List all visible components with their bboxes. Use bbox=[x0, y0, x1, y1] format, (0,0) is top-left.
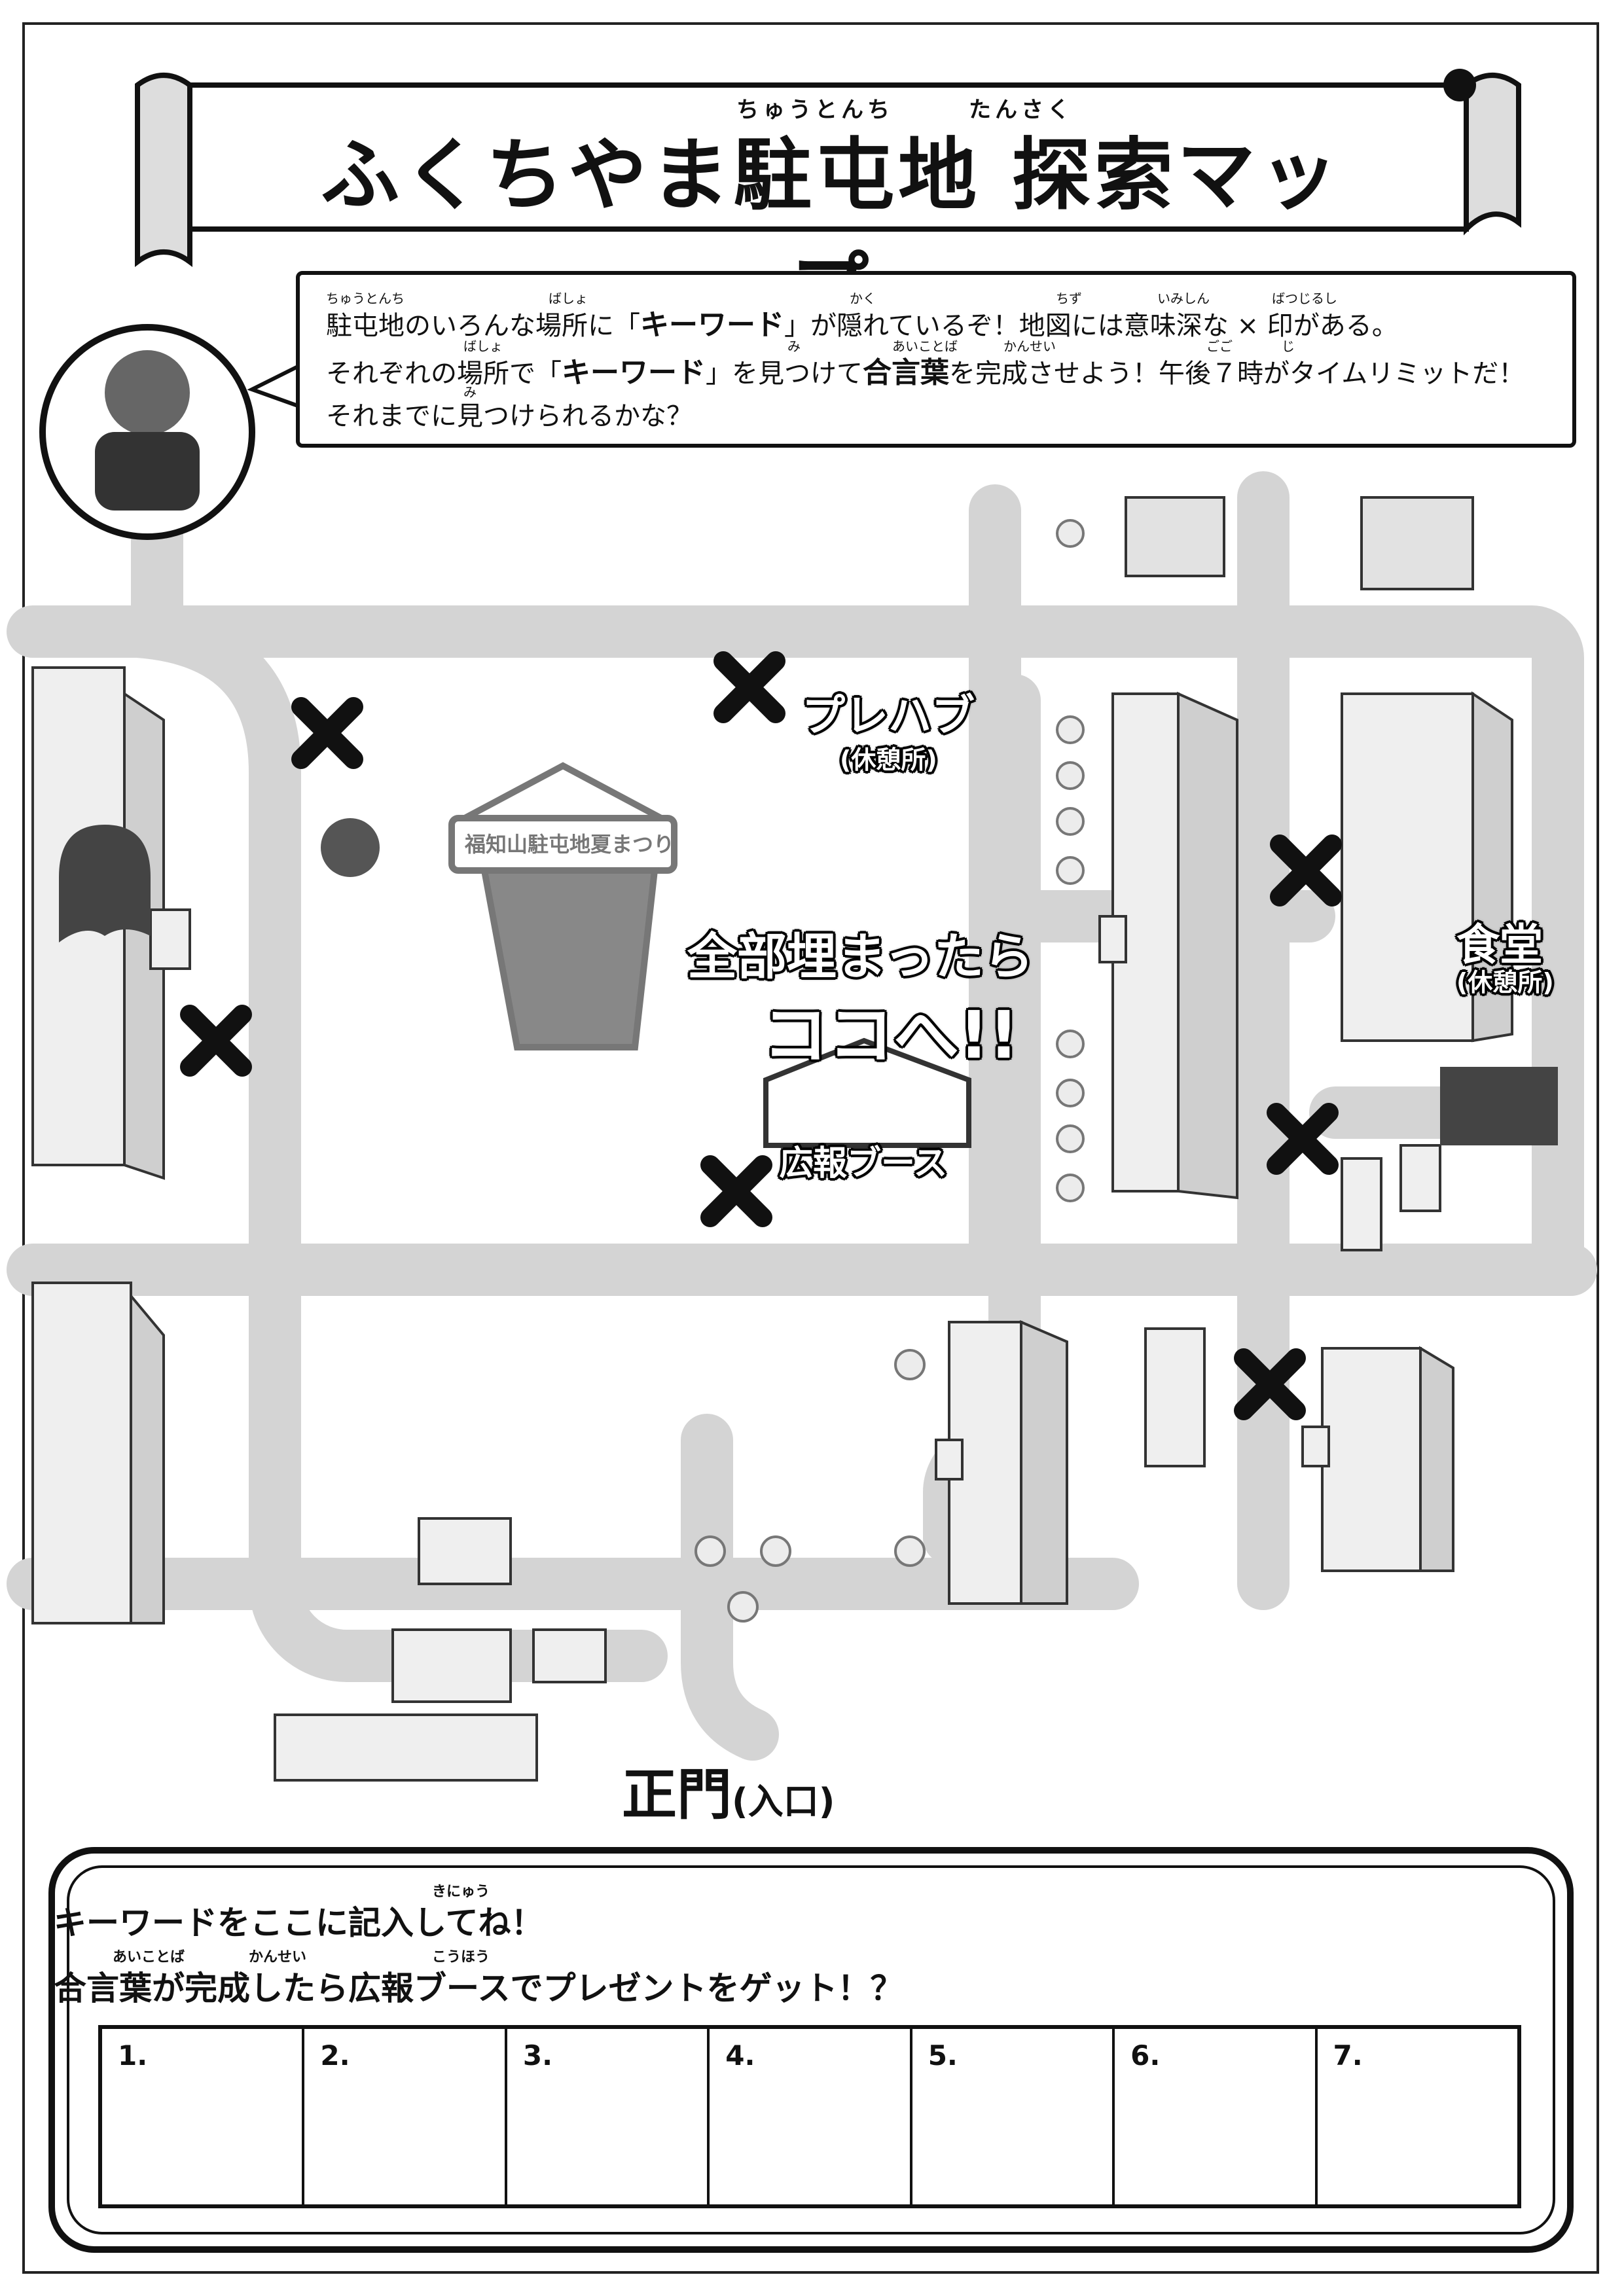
keyword-grid: 1. 2. 3. 4. 5. 6. 7. bbox=[98, 2025, 1521, 2208]
ruby: ちゅうとんち bbox=[326, 291, 405, 306]
buildings bbox=[31, 496, 1513, 1782]
gate-sub-text: (入口) bbox=[732, 1781, 835, 1822]
ruby: いみしん bbox=[1157, 291, 1210, 306]
slot-number: 7. bbox=[1333, 2039, 1363, 2072]
ruby: ちず bbox=[1056, 291, 1082, 306]
answer-box bbox=[48, 1847, 1574, 2253]
prefab-sub-label: (休憩所) bbox=[840, 745, 937, 774]
ruby: きにゅう bbox=[432, 1884, 490, 1900]
ruby: かんせい bbox=[1003, 338, 1056, 354]
ruby: あいことば bbox=[892, 338, 958, 354]
answer-instruction-2: 合言葉が完成したら広報ブースでプレゼントをゲット！？ bbox=[54, 1969, 903, 2007]
keyword-text: 合言葉 bbox=[863, 356, 949, 389]
pin-icon bbox=[1443, 69, 1476, 101]
shokudo-sub-label: (休憩所) bbox=[1456, 968, 1554, 997]
trees bbox=[695, 519, 1085, 1623]
pr-booth-tent bbox=[763, 1037, 971, 1148]
title-ruby-tansaku: たんさく bbox=[969, 97, 1074, 123]
ruby: じ bbox=[1282, 338, 1295, 354]
bubble-line-3: それまでに見つけられるかな？ bbox=[326, 401, 693, 431]
ruby: み bbox=[787, 338, 801, 354]
keyword-slot-1[interactable]: 1. bbox=[102, 2029, 305, 2204]
speech-bubble: ちゅうとんち ばしょ かく ちず いみしん ばつじるし 駐屯地のいろんな場所に「… bbox=[296, 271, 1576, 448]
bubble-tail bbox=[247, 365, 299, 408]
bubble-line-2: それぞれの場所で「キーワード」を見つけて合言葉を完成させよう！午後７時がタイムリ… bbox=[326, 349, 1525, 391]
answer-box-inner bbox=[67, 1865, 1555, 2234]
keyword-slot-5[interactable]: 5. bbox=[912, 2029, 1115, 2204]
ruby: ばしょ bbox=[463, 338, 503, 354]
center-label-line2: ココへ!! bbox=[763, 997, 1019, 1073]
keyword-slot-6[interactable]: 6. bbox=[1115, 2029, 1318, 2204]
text: 」を見つけて bbox=[706, 359, 863, 389]
ruby: み bbox=[463, 384, 477, 400]
prefab-label: プレハブ bbox=[802, 691, 975, 741]
text: 」が隠れているぞ！地図には意味深な × 印がある。 bbox=[784, 311, 1398, 341]
keyword-slot-4[interactable]: 4. bbox=[710, 2029, 912, 2204]
keyword-text: キーワード bbox=[562, 356, 706, 389]
slot-number: 5. bbox=[928, 2039, 958, 2072]
center-label-line1: 全部埋まったら bbox=[687, 927, 1034, 986]
ruby: かく bbox=[850, 291, 876, 306]
keyword-slot-3[interactable]: 3. bbox=[507, 2029, 710, 2204]
gate-text: 正門 bbox=[622, 1763, 732, 1827]
title-ruby-chutonchi: ちゅうとんち bbox=[736, 97, 893, 123]
water-balloon-icon bbox=[321, 818, 380, 877]
keyword-text: キーワード bbox=[640, 308, 784, 342]
slot-number: 6. bbox=[1130, 2039, 1161, 2072]
text: 駐屯地のいろんな場所に「 bbox=[326, 311, 640, 341]
slot-number: 2. bbox=[320, 2039, 350, 2072]
ruby: あいことば bbox=[113, 1949, 185, 1965]
festival-sign: 福知山駐屯地夏まつり bbox=[465, 832, 675, 857]
main-gate-label: 正門(入口) bbox=[622, 1751, 835, 1830]
shokudo-label: 食堂 bbox=[1456, 920, 1543, 970]
ruby: ごご bbox=[1206, 338, 1233, 354]
answer-instruction-1: キーワードをここに記入してね！ bbox=[54, 1904, 544, 1942]
title-banner bbox=[135, 73, 1521, 267]
text: を完成させよう！午後７時がタイムリミットだ！ bbox=[949, 359, 1525, 389]
festival-tent bbox=[448, 762, 677, 1050]
booth-label: 広報ブース bbox=[779, 1144, 948, 1183]
slot-number: 3. bbox=[522, 2039, 553, 2072]
train-icon bbox=[1440, 1067, 1558, 1145]
ruby: こうほう bbox=[432, 1949, 490, 1965]
mascot-avatar bbox=[39, 324, 255, 540]
ruby: ばしょ bbox=[549, 291, 588, 306]
ruby: ばつじるし bbox=[1272, 291, 1337, 306]
bubble-line-1: 駐屯地のいろんな場所に「キーワード」が隠れているぞ！地図には意味深な × 印があ… bbox=[326, 301, 1398, 343]
keyword-slot-7[interactable]: 7. bbox=[1318, 2029, 1517, 2204]
ghost-icon bbox=[59, 825, 151, 942]
page-frame bbox=[22, 22, 1599, 2274]
x-marks bbox=[180, 651, 1342, 1420]
ruby: かんせい bbox=[249, 1949, 307, 1965]
slot-number: 4. bbox=[725, 2039, 755, 2072]
text: それぞれの場所で「 bbox=[326, 359, 562, 389]
keyword-slot-2[interactable]: 2. bbox=[304, 2029, 507, 2204]
slot-number: 1. bbox=[118, 2039, 148, 2072]
